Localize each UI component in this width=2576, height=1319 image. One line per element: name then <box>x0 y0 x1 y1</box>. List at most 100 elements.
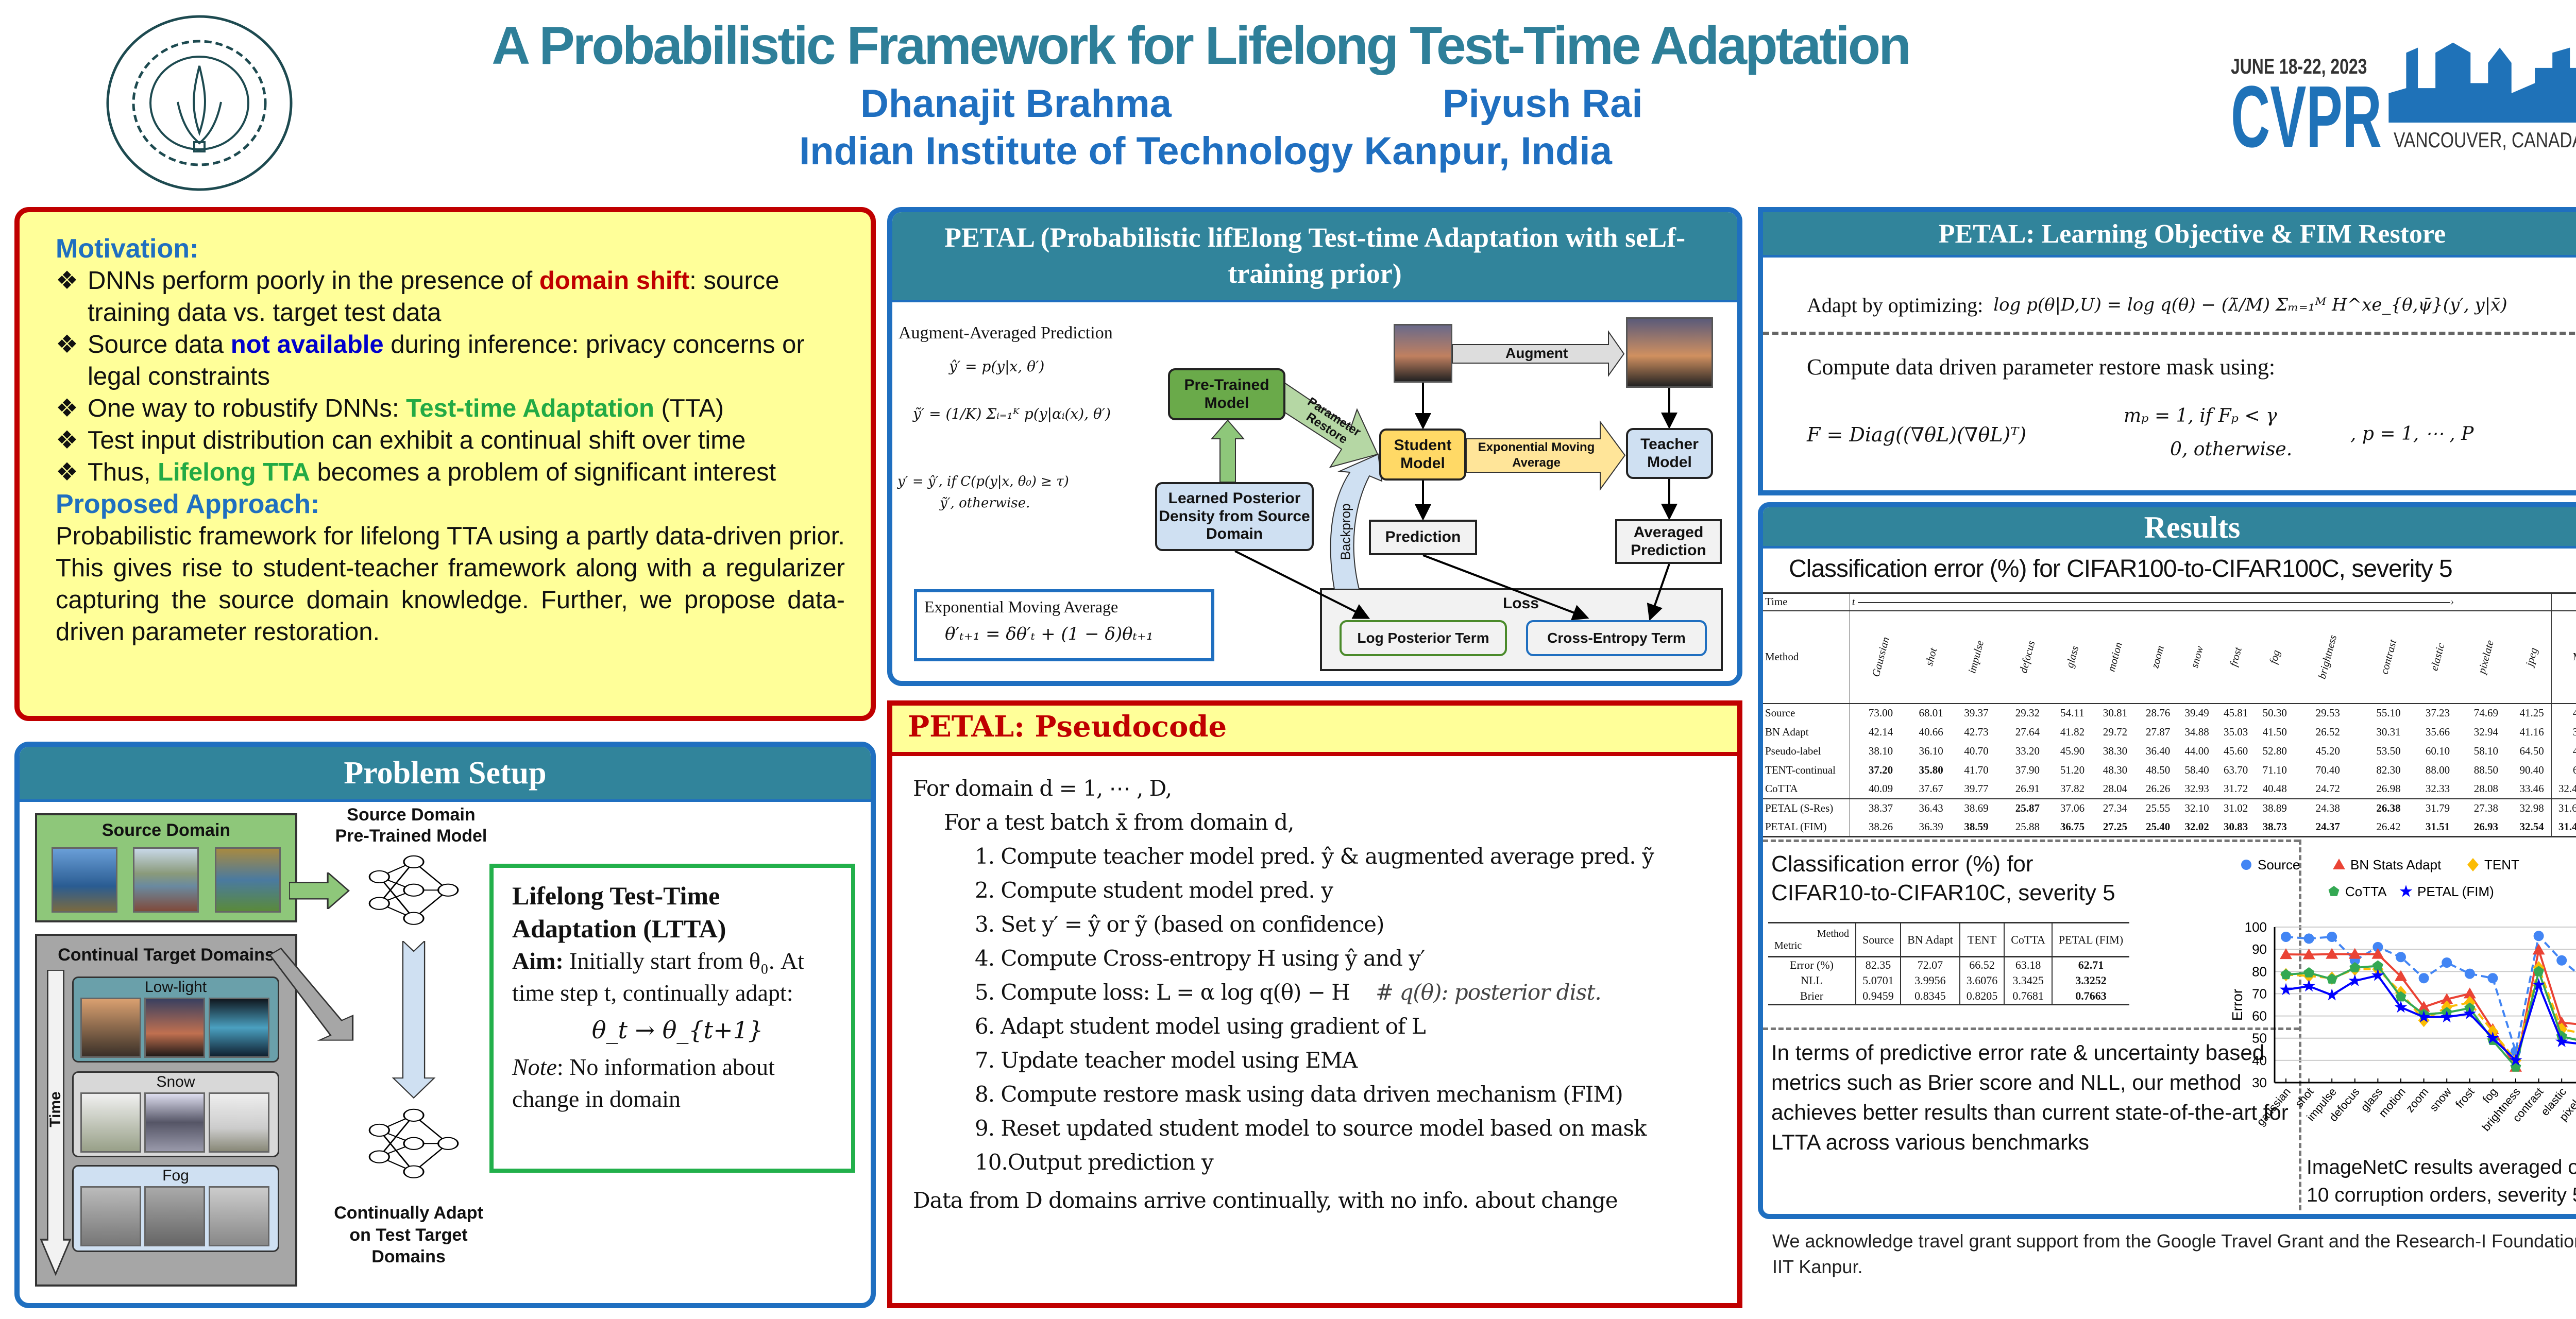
corruption-header: defocus <box>2016 639 2038 675</box>
skyline-icon <box>2388 42 2576 123</box>
series-line <box>2285 964 2576 1063</box>
series-petal-fim- <box>2279 969 2576 1066</box>
domain-image <box>209 998 269 1058</box>
point-star <box>2279 983 2293 996</box>
series-line <box>2285 934 2576 1052</box>
y-tick-label: 40 <box>2252 1053 2267 1068</box>
point-circle <box>2396 952 2406 963</box>
domain-image <box>209 1186 269 1246</box>
down-arrow-icon <box>392 939 436 1101</box>
point-circle <box>2418 973 2429 984</box>
legend-label: Source <box>2258 857 2300 872</box>
legend-label: TENT <box>2484 857 2519 872</box>
corruption-header: motion <box>2105 641 2125 673</box>
point-triangle <box>2532 944 2545 955</box>
arrow-right-icon <box>288 870 350 912</box>
pseudocode-step: 2. Compute student model pred. y <box>975 878 1333 903</box>
cvpr-name: CVPR <box>2231 68 2382 166</box>
ltta-box: Lifelong Test-Time Adaptation (LTTA) Aim… <box>489 864 855 1173</box>
series-bn-stats-adapt <box>2280 944 2576 1072</box>
pseudocode-step: 10.Output prediction y <box>975 1150 1214 1175</box>
point-circle <box>2241 860 2251 870</box>
motivation-heading: Motivation: <box>56 234 199 264</box>
legend-label: PETAL (FIM) <box>2417 884 2494 899</box>
point-triangle <box>2395 970 2407 981</box>
neural-network-icon <box>367 852 460 934</box>
point-pentagon <box>2303 967 2315 978</box>
objective-equation: log p(θ|D,U) = log q(θ) − (λ̄/M) Σₘ₌₁ᴹ H… <box>1993 295 2507 315</box>
corruption-header: fog <box>2266 648 2282 665</box>
ltta-formula: θ_t → θ_{t+1} <box>591 1016 764 1044</box>
objective-panel: PETAL: Learning Objective & FIM Restore … <box>1758 207 2576 495</box>
diamond-bullet-icon: ❖ <box>56 395 78 422</box>
x-tick-label: zoom <box>2403 1085 2431 1115</box>
point-pentagon <box>2533 966 2545 977</box>
up-arrow-icon <box>1210 419 1245 483</box>
point-circle <box>2533 931 2544 941</box>
posterior-box: Learned Posterior Density from Source Do… <box>1155 482 1314 551</box>
domain-image <box>80 1092 141 1153</box>
ltta-title: Lifelong Test-Time Adaptation (LTTA) <box>512 881 726 943</box>
source-image <box>133 847 199 913</box>
cvpr-location: VANCOUVER, CANADA <box>2394 128 2576 152</box>
corruption-header: pixelate <box>2475 639 2497 675</box>
point-diamond <box>2467 858 2479 871</box>
eq-ytilde: ỹ′ = (1/K) Σᵢ₌₁ᴷ p(y|αᵢ(x), θ′) <box>913 405 1111 422</box>
pseudocode-step: 9. Reset updated student model to source… <box>975 1116 1647 1141</box>
target-domains-box: Continual Target Domains Time Low-light … <box>35 934 297 1287</box>
diamond-bullet-icon: ❖ <box>56 267 78 295</box>
corruption-header: jpeg <box>2523 646 2540 667</box>
cross-entropy-term: Cross-Entropy Term <box>1526 620 1707 656</box>
domain-image <box>144 1092 205 1153</box>
y-tick-label: 80 <box>2252 964 2267 979</box>
legend-label: BN Stats Adapt <box>2350 857 2442 872</box>
point-star <box>2302 979 2315 992</box>
imagenet-chart: 30405060708090100Errorgaussianshotimpuls… <box>2231 857 2576 1134</box>
augment-label: Augment <box>1505 345 1568 361</box>
motivation-bullet: ❖Test input distribution can exhibit a c… <box>56 424 855 456</box>
point-circle <box>2556 955 2567 966</box>
point-pentagon <box>2326 973 2337 984</box>
institution: Indian Institute of Technology Kanpur, I… <box>799 129 1612 173</box>
corruption-header: contrast <box>2378 638 2399 676</box>
legend-label: CoTTA <box>2345 884 2387 899</box>
domain-image <box>80 998 141 1058</box>
motivation-bullet: ❖Source data not available during infere… <box>56 329 855 392</box>
petal-title: PETAL (Probabilistic lifElong Test-time … <box>892 212 1737 302</box>
corruption-header: impulse <box>1965 639 1987 675</box>
pseudocode-title: PETAL: Pseudocode <box>892 706 1737 756</box>
point-triangle <box>2333 859 2345 869</box>
prediction-box: Prediction <box>1369 520 1477 555</box>
fim-equation: F = Diag((∇θL)(∇θL)ᵀ) <box>1807 423 2027 446</box>
motivation-bullet: ❖DNNs perform poorly in the presence of … <box>56 265 855 329</box>
point-circle <box>2442 957 2452 968</box>
domain-image <box>144 1186 205 1246</box>
x-tick-label: fog <box>2480 1085 2500 1106</box>
author-1: Dhanajit Brahma <box>860 82 1172 126</box>
corruption-header: elastic <box>2428 641 2447 672</box>
source-image <box>215 847 281 913</box>
augment-arrow <box>1452 330 1625 378</box>
pretrained-model-box: Pre-Trained Model <box>1168 368 1285 420</box>
pseudocode-step: 1. Compute teacher model pred. ŷ & augme… <box>975 844 1654 869</box>
y-axis-label: Error <box>2231 989 2245 1021</box>
pseudocode-panel: PETAL: Pseudocode For domain d = 1, ⋯ , … <box>887 700 1742 1308</box>
approach-heading: Proposed Approach: <box>56 489 320 519</box>
averaged-prediction-box: Averaged Prediction <box>1615 519 1722 564</box>
point-pentagon <box>2372 960 2383 971</box>
point-triangle <box>2417 1001 2430 1012</box>
point-star <box>2417 1010 2430 1023</box>
point-star <box>2486 1031 2499 1044</box>
diamond-bullet-icon: ❖ <box>56 458 78 486</box>
point-circle <box>2327 931 2337 942</box>
point-triangle <box>2555 1016 2568 1027</box>
y-tick-label: 30 <box>2252 1075 2267 1090</box>
corruption-header: glass <box>2063 644 2081 670</box>
point-triangle <box>2302 948 2315 960</box>
pseudocode-step: 4. Compute Cross-entropy H using ŷ and y… <box>975 946 1426 971</box>
loss-label: Loss <box>1502 595 1539 612</box>
